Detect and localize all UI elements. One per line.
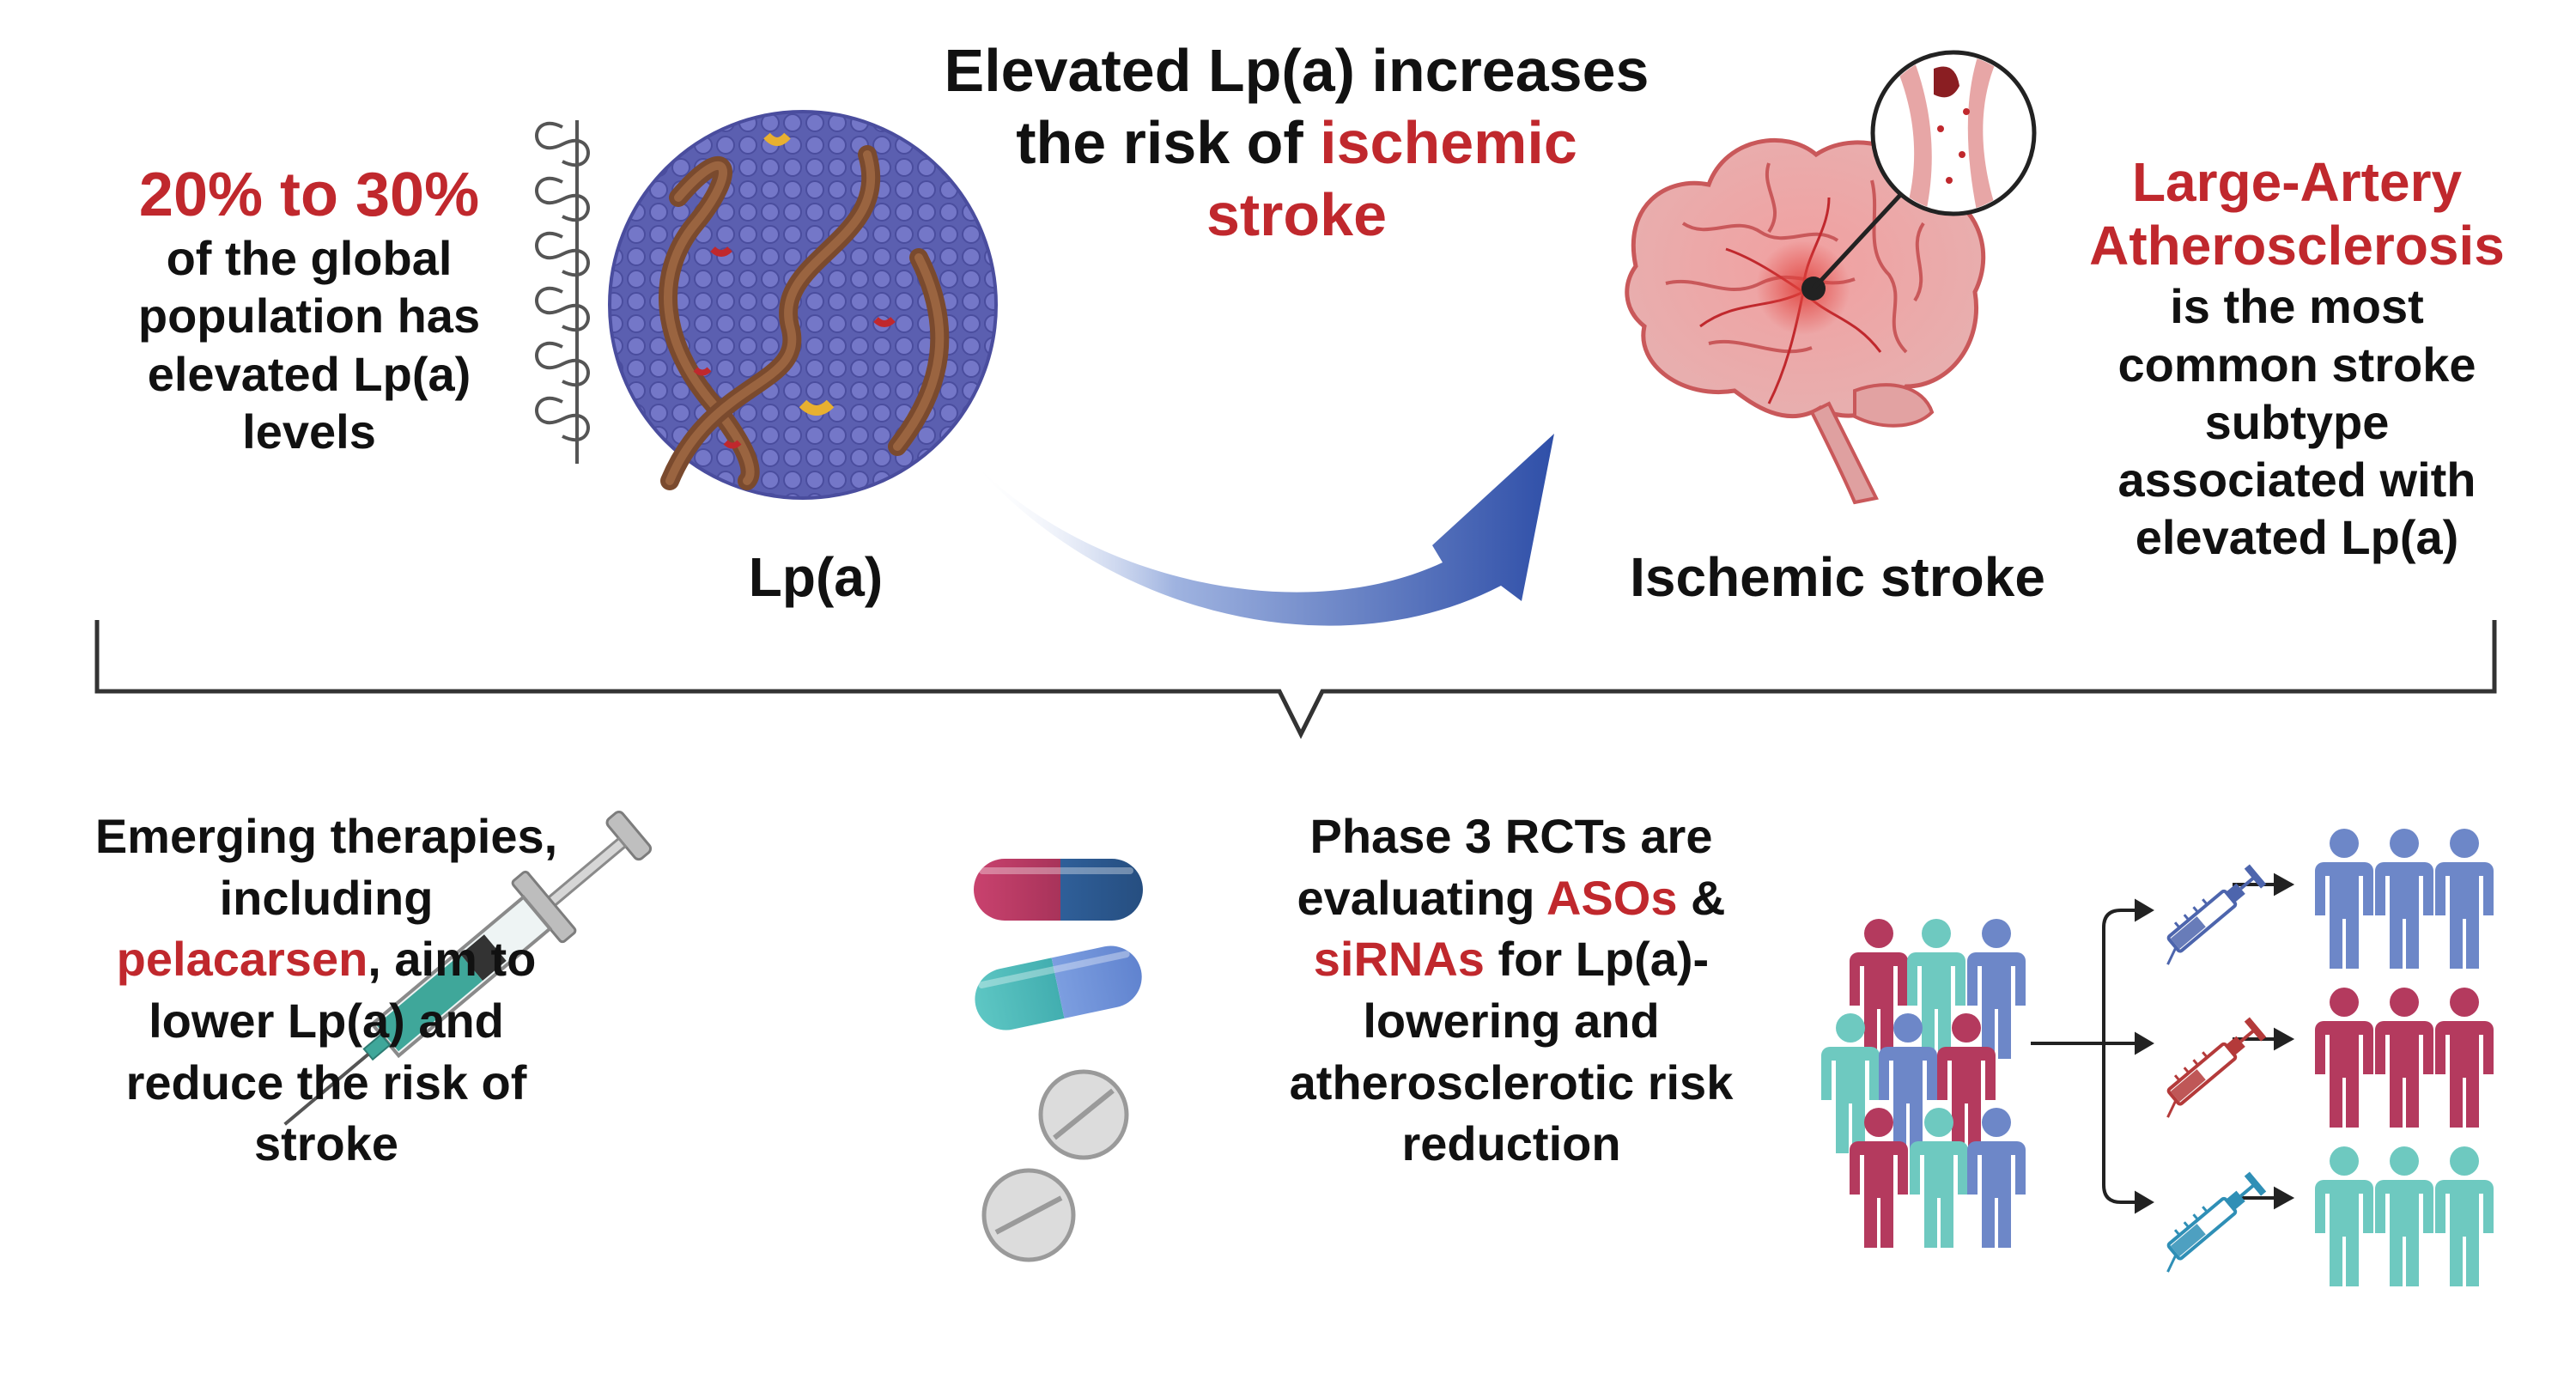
subtype-line2: common stroke	[2117, 337, 2476, 392]
prevalence-line2: population has	[137, 289, 481, 343]
lpa-particle-icon	[608, 110, 998, 500]
trials-line1: Phase 3 RCTs are	[1309, 809, 1713, 863]
trials-line4: lowering and	[1363, 994, 1660, 1049]
lpa-label: Lp(a)	[748, 546, 884, 608]
apoa-kringle-icon	[535, 120, 590, 464]
subtype-line4: associated with	[2117, 453, 2476, 508]
subtype-highlight2: Atherosclerosis	[2089, 215, 2505, 277]
group-red	[2315, 988, 2494, 1128]
prevalence-line4: levels	[242, 404, 376, 459]
subtype-highlight1: Large-Artery	[2131, 151, 2463, 213]
syringe-icon	[2148, 860, 2269, 968]
group-blue	[2315, 829, 2494, 969]
subtype-line3: subtype	[2204, 394, 2390, 449]
subtype-line5: elevated Lp(a)	[2135, 510, 2459, 565]
capsule-icon	[974, 859, 1143, 921]
bracket-divider	[94, 620, 2497, 739]
prevalence-highlight: 20% to 30%	[138, 161, 480, 229]
therapies-line3-suffix: , aim to	[368, 932, 537, 987]
subtype-line1: is the most	[2170, 279, 2424, 334]
curved-arrow-icon	[970, 434, 1554, 626]
artery-occlusion-icon	[1812, 50, 2037, 290]
syringe-icon	[2148, 1012, 2269, 1121]
headline-line2-prefix: the risk of	[1016, 109, 1321, 176]
prevalence-line1: of the global	[166, 231, 453, 286]
capsule-icon	[975, 945, 1142, 1030]
headline-highlight-stroke: stroke	[1206, 181, 1388, 248]
therapies-line5: reduce the risk of	[125, 1055, 527, 1109]
people-group-icon	[1821, 919, 2026, 1248]
stroke-label: Ischemic stroke	[1630, 546, 2045, 608]
trials-line5: atherosclerotic risk	[1289, 1055, 1734, 1109]
tablet-icon	[981, 1168, 1076, 1262]
group-teal	[2315, 1146, 2494, 1286]
syringe-icon	[2148, 1167, 2269, 1275]
headline-line1: Elevated Lp(a) increases	[944, 37, 1649, 104]
trials-line2-prefix: evaluating	[1297, 870, 1546, 925]
trials-line3-suffix: for Lp(a)-	[1484, 932, 1710, 987]
prevalence-line3: elevated Lp(a)	[147, 346, 471, 401]
allocation-arrows	[2031, 872, 2295, 1214]
subtype-text: Large-Artery Atherosclerosis is the most…	[2057, 150, 2537, 566]
therapies-line4: lower Lp(a) and	[149, 994, 504, 1049]
trials-highlight-asos: ASOs	[1546, 870, 1678, 925]
therapies-line2: including	[219, 870, 434, 925]
trials-highlight-sirnas: siRNAs	[1313, 932, 1485, 987]
trials-text: Phase 3 RCTs are evaluating ASOs & siRNA…	[1228, 806, 1795, 1175]
headline-highlight-ischemic: ischemic	[1320, 109, 1577, 176]
trials-line2-suffix: &	[1677, 870, 1726, 925]
therapies-highlight-pelacarsen: pelacarsen	[116, 932, 368, 987]
syringe-icon	[283, 810, 653, 1126]
tablet-icon	[1038, 1069, 1129, 1160]
brain-icon	[1625, 137, 1986, 505]
therapies-line1: Emerging therapies,	[94, 809, 558, 863]
headline: Elevated Lp(a) increases the risk of isc…	[893, 34, 1700, 251]
trials-line6: reduction	[1401, 1116, 1621, 1171]
prevalence-text: 20% to 30% of the global population has …	[86, 161, 532, 460]
therapies-text: Emerging therapies, including pelacarsen…	[52, 806, 601, 1175]
therapies-line6: stroke	[253, 1116, 399, 1171]
